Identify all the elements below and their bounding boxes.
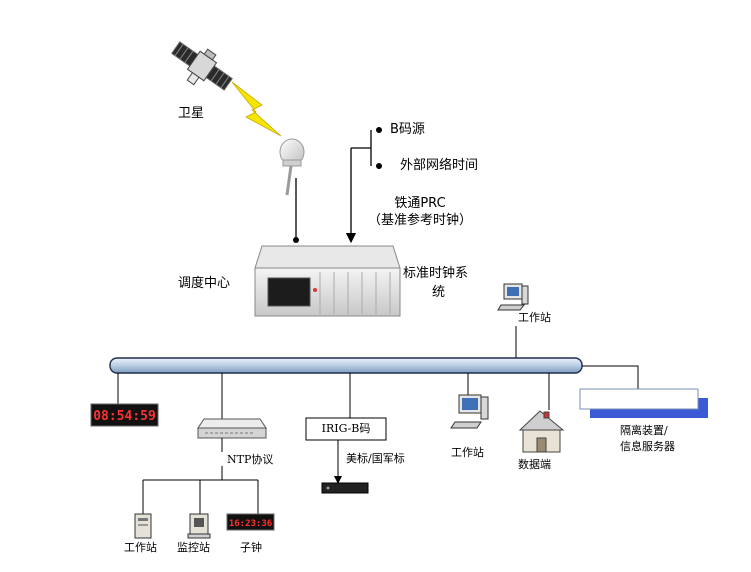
isolation-label-line1: 隔离装置/ bbox=[620, 424, 668, 437]
workstation-bottom-icon bbox=[134, 513, 152, 539]
gps-antenna-icon bbox=[279, 138, 305, 196]
digital-clock-main-icon: 08:54:59 bbox=[90, 403, 159, 427]
satellite-label: 卫星 bbox=[178, 106, 205, 121]
data-terminal-label: 数据端 bbox=[518, 458, 551, 471]
monitor-station-icon bbox=[187, 513, 211, 539]
sub-clock-label: 子钟 bbox=[240, 541, 262, 554]
clock-main-digits: 08:54:59 bbox=[93, 409, 156, 424]
external-network-time-label: 外部网络时间 bbox=[400, 158, 479, 173]
b-code-source-label: B码源 bbox=[390, 122, 425, 137]
standard-clock-label-line2: 统 bbox=[432, 285, 446, 300]
clock-sub-digits: 16:23:36 bbox=[229, 519, 272, 529]
prc-label-line1: 铁通PRC bbox=[394, 196, 446, 211]
ntp-protocol-label: NTP协议 bbox=[227, 453, 274, 466]
bus-drop-lines bbox=[117, 365, 639, 419]
workstation-mid-icon bbox=[450, 394, 489, 429]
dispatch-center-label: 调度中心 bbox=[178, 276, 231, 291]
digital-clock-sub-icon: 16:23:36 bbox=[226, 513, 275, 531]
network-bus-pipe bbox=[109, 357, 583, 374]
ntp-tree-lines bbox=[142, 466, 259, 514]
workstation-mid-label: 工作站 bbox=[451, 446, 484, 459]
timecode-device-icon bbox=[321, 482, 369, 494]
standard-clock-rack-icon bbox=[254, 245, 401, 317]
data-terminal-house-icon bbox=[518, 410, 565, 453]
standard-clock-label-line1: 标准时钟系 bbox=[403, 266, 469, 281]
satellite-icon bbox=[171, 41, 233, 91]
irig-b-box bbox=[305, 417, 387, 441]
antenna-connector-dot bbox=[293, 237, 299, 243]
signal-lightning-icon bbox=[231, 81, 282, 137]
ntp-switch-icon bbox=[197, 418, 267, 439]
isolation-server-box bbox=[579, 388, 708, 418]
network-time-bullet bbox=[376, 163, 382, 169]
irig-b-label: IRIG-B码 bbox=[321, 422, 371, 435]
prc-label-line2: （基准参考时钟） bbox=[367, 213, 472, 228]
monitor-station-label: 监控站 bbox=[177, 541, 210, 554]
isolation-label-line2: 信息服务器 bbox=[620, 440, 675, 453]
us-military-standard-label: 美标/国军标 bbox=[346, 452, 405, 465]
input-source-bracket bbox=[345, 130, 372, 244]
workstation-top-icon bbox=[497, 283, 529, 311]
b-code-bullet bbox=[376, 127, 382, 133]
workstation-top-label: 工作站 bbox=[518, 311, 551, 324]
workstation-bottom-label: 工作站 bbox=[124, 541, 157, 554]
